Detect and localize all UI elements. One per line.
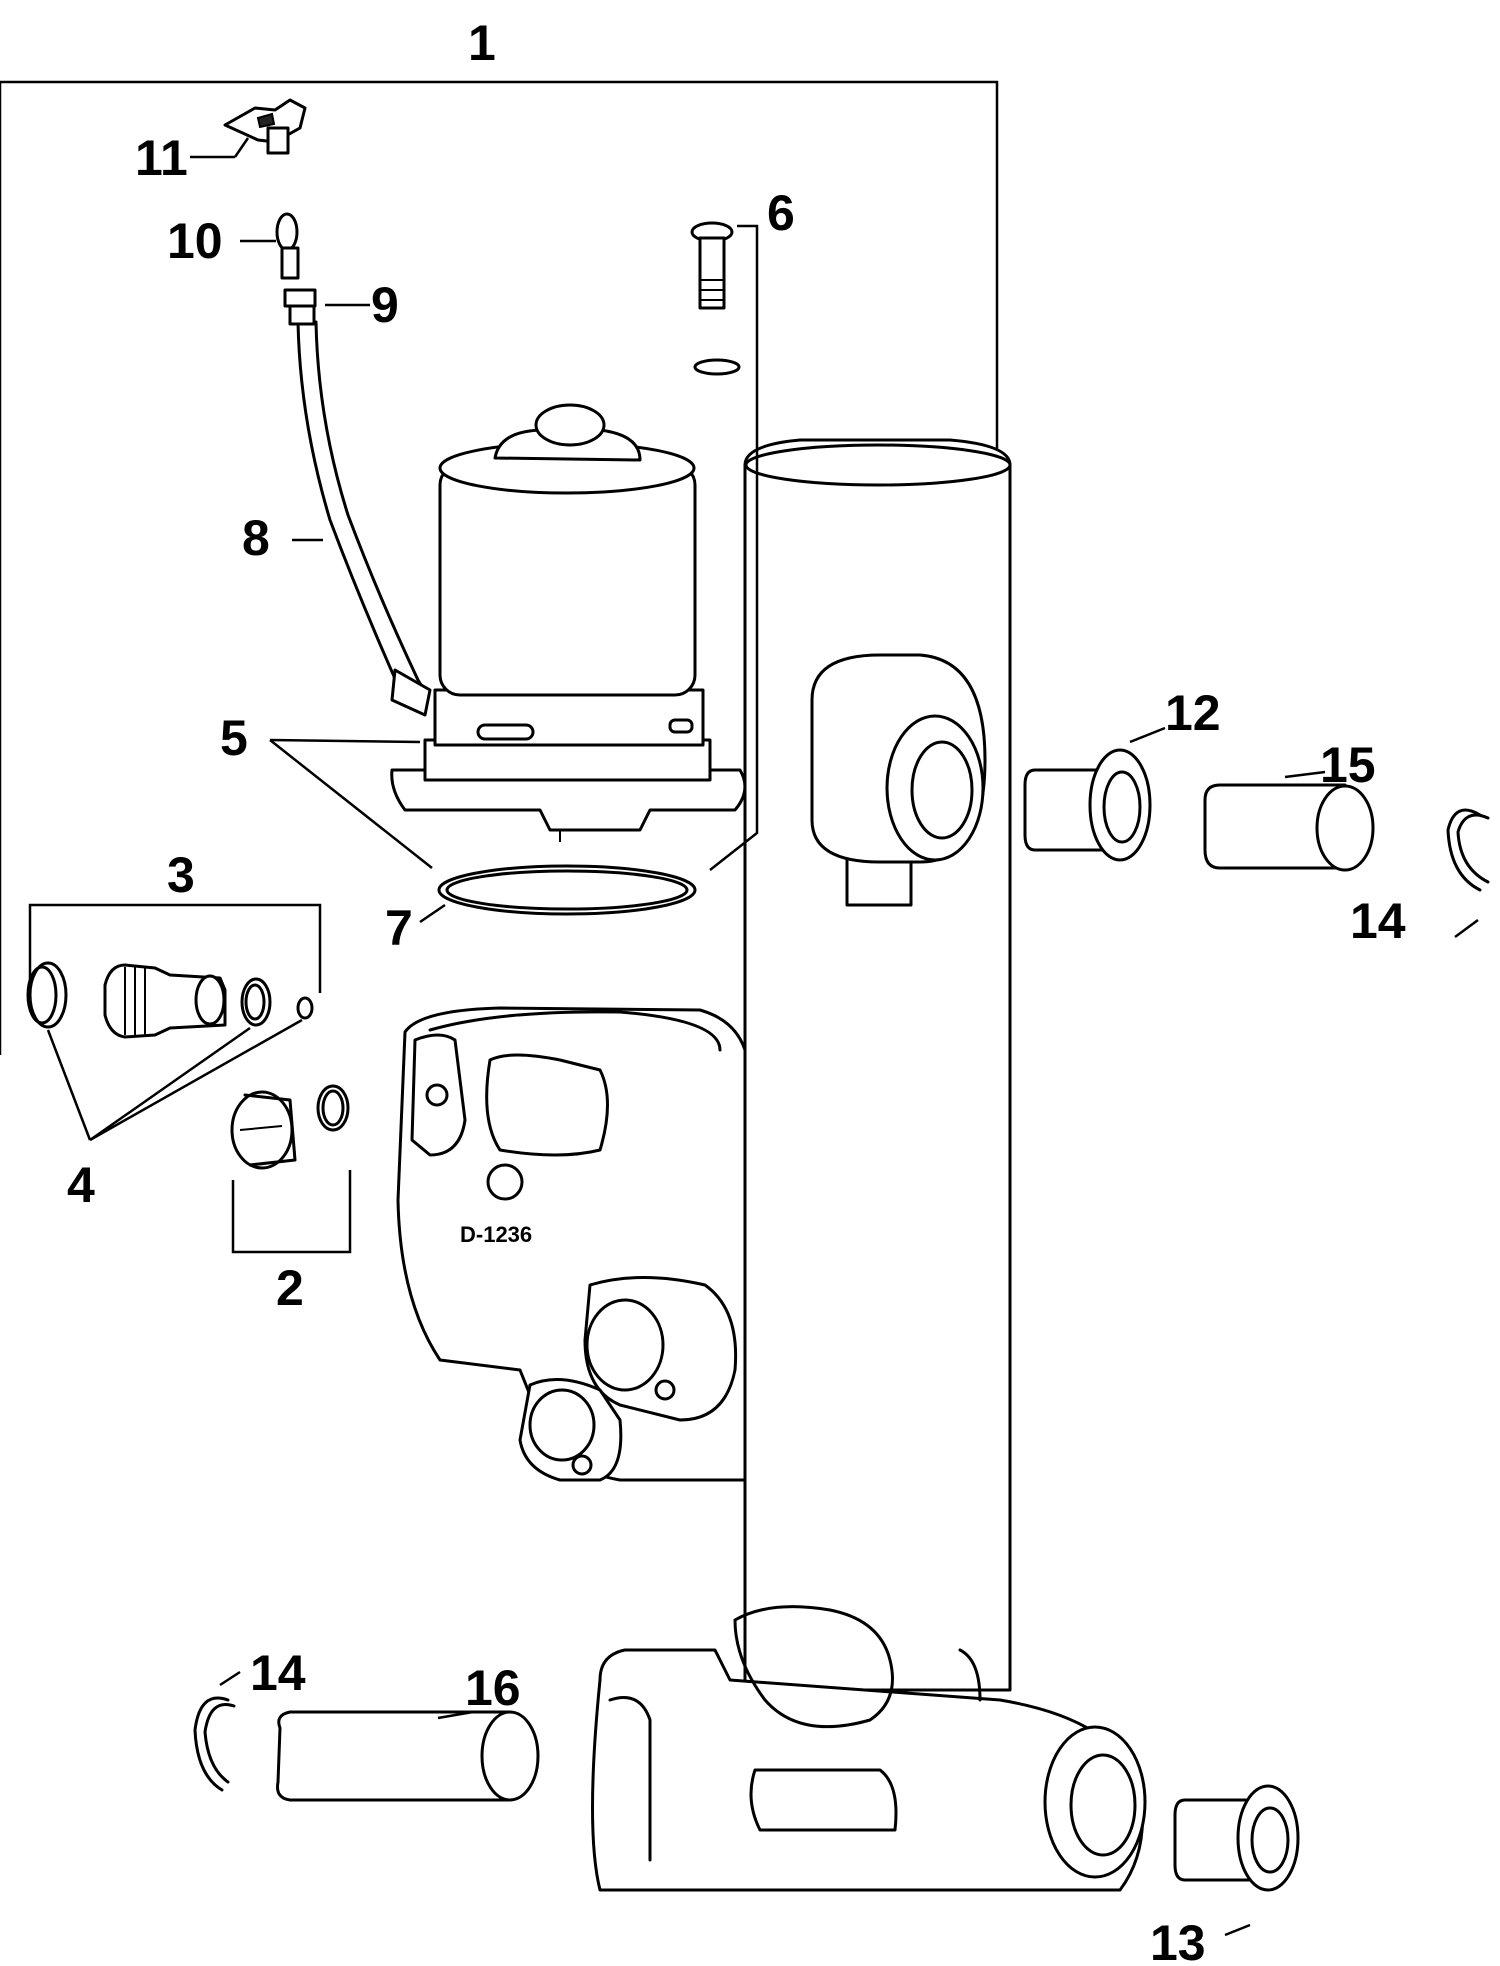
callout-16: 16 (465, 1660, 521, 1716)
callout-4: 4 (67, 1157, 95, 1213)
pin-16 (276, 1710, 540, 1802)
callout-14-lower: 14 (250, 1645, 306, 1701)
assembly-bracket-1 (0, 80, 999, 1055)
leader-lines (46, 137, 1479, 1937)
o-ring-7 (437, 864, 697, 916)
callout-11: 11 (135, 130, 188, 186)
callout-7: 7 (385, 900, 413, 956)
pin-15 (1203, 783, 1375, 872)
callout-3: 3 (167, 847, 195, 903)
bushing-12 (1023, 748, 1152, 862)
callout-2: 2 (276, 1260, 304, 1316)
pump-motor (390, 403, 747, 842)
callout-6: 6 (767, 185, 795, 241)
callout-14-upper: 14 (1350, 893, 1406, 949)
callout-9: 9 (371, 277, 399, 333)
bracket-3 (28, 903, 322, 993)
bracket-2 (231, 1170, 352, 1254)
callout-1: 1 (468, 15, 496, 71)
bracket-6 (709, 224, 759, 871)
plug-2 (230, 1084, 350, 1170)
cover-clip-11 (223, 98, 307, 155)
trim-cylinder-body (591, 438, 1147, 1892)
bushing-13 (1173, 1784, 1300, 1892)
callout-labels: 1 2 3 4 5 6 7 8 9 10 11 12 13 14 14 15 1… (67, 15, 1406, 1966)
housing-stamp: D-1236 (460, 1222, 532, 1247)
callout-10: 10 (167, 213, 223, 269)
callout-13: 13 (1150, 1915, 1206, 1966)
callout-12: 12 (1165, 685, 1221, 741)
grommet-9 (283, 288, 317, 326)
retaining-ring-14-upper (1446, 808, 1490, 892)
callout-15: 15 (1320, 737, 1376, 793)
terminal-10 (275, 212, 300, 280)
harness-cable-8 (296, 320, 432, 717)
retaining-ring-14-lower (193, 1696, 236, 1792)
valve-assembly-3 (26, 961, 314, 1039)
callout-5: 5 (220, 710, 248, 766)
screw-6 (690, 221, 741, 376)
pump-manifold-body: D-1236 (396, 1006, 747, 1482)
callout-8: 8 (242, 510, 270, 566)
